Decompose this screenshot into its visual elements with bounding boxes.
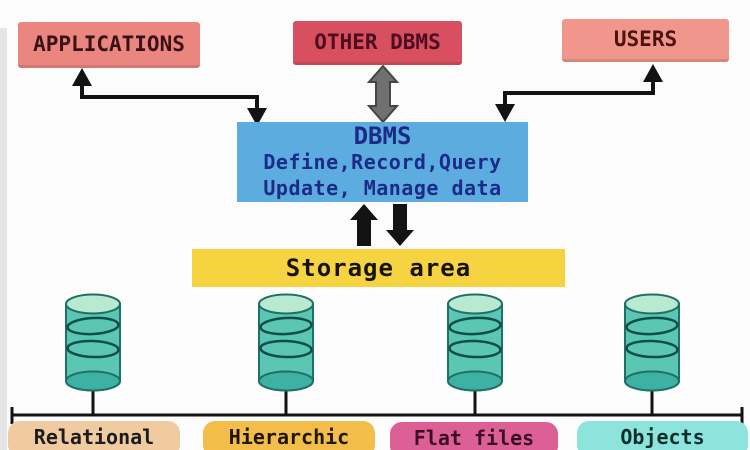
dbms-functions-line2: Update, Manage data — [263, 176, 502, 200]
users-label: USERS — [613, 27, 678, 51]
db-types-bracket-line — [10, 386, 744, 424]
db-type-flat-files: Flat files — [390, 422, 558, 450]
applications-node: APPLICATIONS — [18, 22, 200, 68]
db-type-hierarchic: Hierarchic — [203, 421, 375, 450]
applications-label: APPLICATIONS — [33, 32, 185, 56]
database-cylinder-icon — [624, 293, 680, 392]
applications-dbms-arrow-icon — [72, 68, 267, 126]
dbms-storage-down-arrow-icon — [386, 204, 414, 246]
db-type-objects: Objects — [577, 421, 748, 450]
dbms-title: DBMS — [353, 122, 412, 150]
other-dbms-node: OTHER DBMS — [293, 21, 462, 65]
database-cylinder-icon — [447, 293, 503, 392]
dbms-functions-line1: Define,Record,Query — [263, 150, 502, 174]
objects-label: Objects — [620, 425, 705, 449]
storage-area-label: Storage area — [285, 254, 472, 282]
db-type-relational: Relational — [8, 421, 180, 450]
hierarchic-label: Hierarchic — [228, 425, 350, 449]
dbms-storage-up-arrow-icon — [350, 204, 378, 246]
users-node: USERS — [562, 19, 729, 62]
dbms-node: DBMS Define,Record,Query Update, Manage … — [237, 122, 528, 202]
database-cylinder-icon — [65, 293, 121, 392]
left-edge-strip — [0, 28, 7, 450]
relational-label: Relational — [33, 425, 155, 449]
flat-files-label: Flat files — [413, 426, 535, 450]
storage-area-node: Storage area — [192, 249, 565, 287]
users-dbms-arrow-icon — [495, 64, 663, 122]
database-cylinder-icon — [258, 293, 314, 392]
other-dbms-label: OTHER DBMS — [314, 30, 441, 54]
otherdbms-dbms-arrow-icon — [366, 64, 400, 124]
